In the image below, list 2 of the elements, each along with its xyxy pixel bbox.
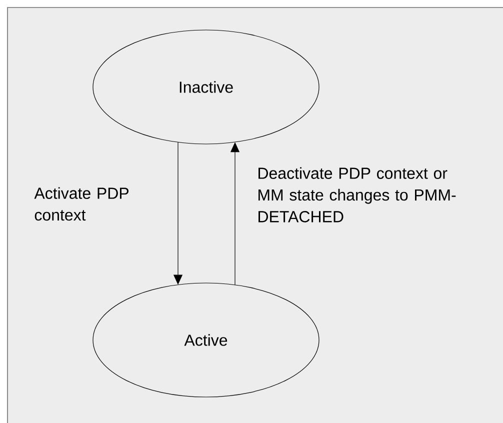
edge-label: Activate PDP context bbox=[34, 187, 128, 221]
edge-label: Deactivate PDP context or MM state changes to PMM-DETACHED bbox=[258, 167, 456, 222]
